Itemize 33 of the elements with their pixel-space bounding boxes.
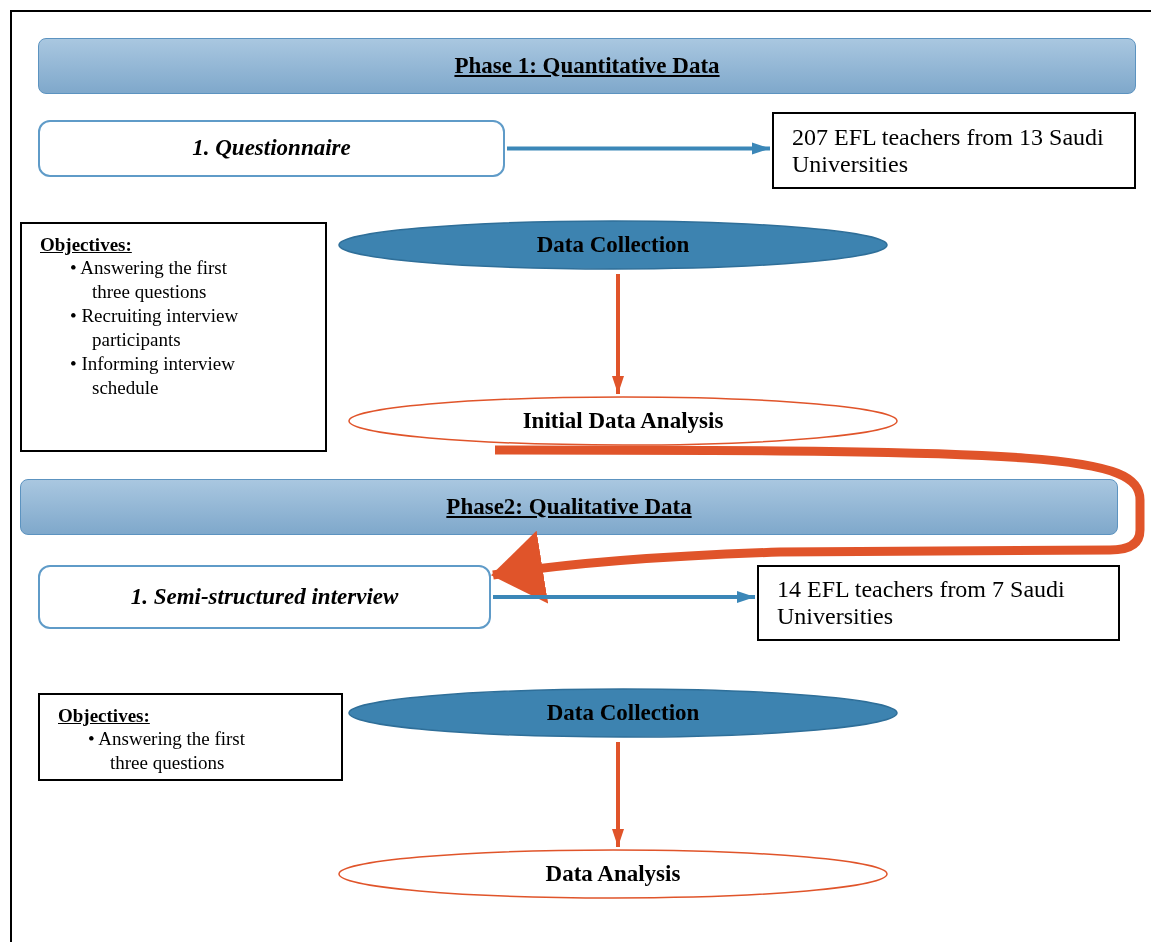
method-label: 1. Semi-structured interview bbox=[130, 582, 399, 611]
objective-item: • Answering the first three questions bbox=[88, 727, 247, 775]
analysis-ellipse bbox=[348, 396, 898, 446]
participants-box bbox=[772, 112, 1136, 189]
objectives-box bbox=[20, 222, 327, 452]
objective-item: • Answering the first three questions bbox=[70, 256, 229, 304]
participants-box bbox=[757, 565, 1120, 641]
objective-item: • Informing interview schedule bbox=[70, 352, 236, 400]
objectives-heading: Objectives: bbox=[40, 234, 132, 256]
ellipse-label: Data Collection bbox=[536, 230, 690, 259]
arrow bbox=[612, 742, 624, 847]
process-ellipse bbox=[348, 688, 898, 738]
objectives-box bbox=[38, 693, 343, 781]
arrow bbox=[612, 274, 624, 394]
method-box bbox=[38, 565, 491, 629]
participants-text: 207 EFL teachers from 13 Saudi Universities bbox=[792, 123, 1105, 178]
ellipse-label: Data Analysis bbox=[545, 859, 681, 888]
phase-banner bbox=[20, 479, 1118, 535]
phase-banner bbox=[38, 38, 1136, 94]
participants-text: 14 EFL teachers from 7 Saudi Universities bbox=[777, 576, 1066, 630]
method-label: 1. Questionnaire bbox=[192, 134, 351, 163]
method-box bbox=[38, 120, 505, 177]
ellipse-label: Initial Data Analysis bbox=[522, 406, 724, 435]
arrow bbox=[493, 591, 755, 603]
ellipse-label: Data Collection bbox=[546, 698, 700, 727]
objective-item: • Recruiting interview participants bbox=[70, 304, 240, 352]
analysis-ellipse bbox=[338, 849, 888, 899]
curved-arrow bbox=[491, 445, 1145, 605]
objectives-heading: Objectives: bbox=[58, 705, 150, 727]
phase-title: Phase2: Qualitative Data bbox=[446, 492, 692, 521]
process-ellipse bbox=[338, 220, 888, 270]
arrow bbox=[507, 142, 770, 155]
phase-title: Phase 1: Quantitative Data bbox=[454, 51, 720, 80]
